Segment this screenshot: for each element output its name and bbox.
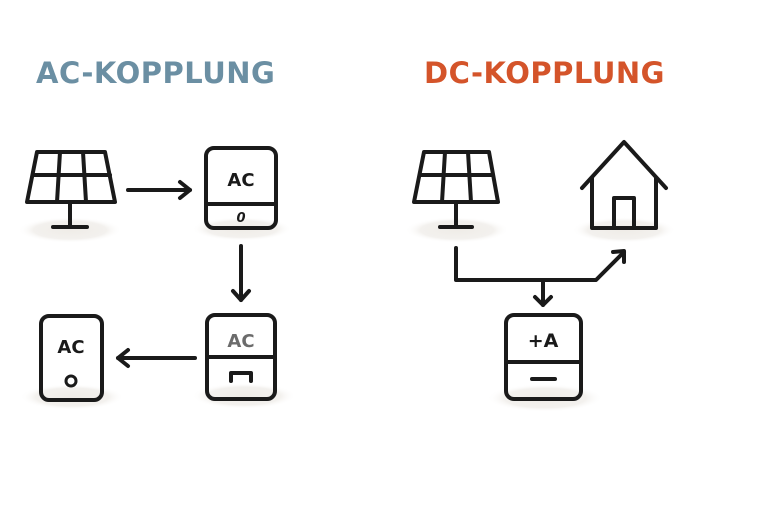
ac-arrow-battery-to-inverter <box>116 348 197 368</box>
ac-battery-inverter-label: AC <box>227 331 254 352</box>
dc-coupling-title: DC-KOPPLUNG <box>424 56 665 90</box>
bracket-icon <box>229 371 253 383</box>
ac-inverter-top-label: AC <box>227 170 254 191</box>
shadows <box>18 217 676 412</box>
dc-battery-label: +A <box>528 330 559 352</box>
ac-inverter-left-label: AC <box>57 337 84 358</box>
dc-house-icon <box>580 140 668 230</box>
ac-arrow-inverter-to-battery <box>231 244 251 302</box>
dc-battery <box>504 313 583 401</box>
ac-battery-inverter <box>205 313 277 401</box>
ac-arrow-solar-to-inverter <box>126 180 192 200</box>
ac-solar-panel-icon <box>25 150 117 229</box>
ac-inverter-top <box>204 146 278 230</box>
dc-flow-connector <box>454 246 626 307</box>
circle-icon <box>64 374 78 388</box>
ac-inverter-top-sublabel: 0 <box>236 211 245 226</box>
dc-solar-panel-icon <box>412 150 500 229</box>
ac-inverter-left <box>39 314 104 402</box>
ac-coupling-title: AC-KOPPLUNG <box>36 56 276 90</box>
